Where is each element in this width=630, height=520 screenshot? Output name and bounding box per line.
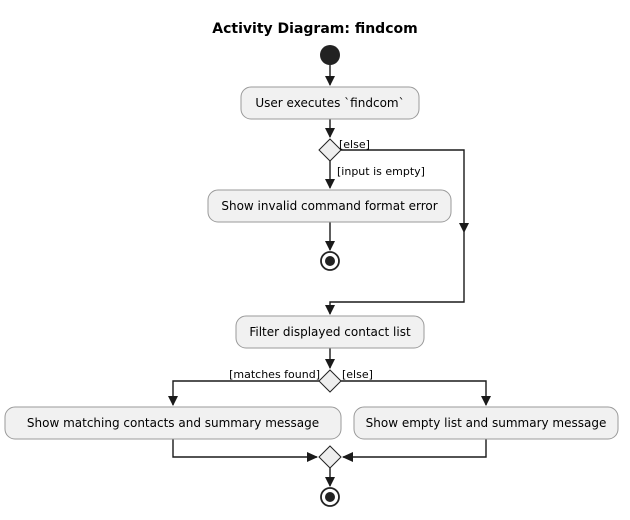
flow-matches-left [172,380,319,405]
action-node-action-filter: Filter displayed contact list [235,315,425,349]
arrow-into-decision-input [325,128,335,138]
action-node-label: User executes `findcom` [255,96,404,110]
action-node-box [353,406,619,440]
flow-else-right-branch [341,149,465,232]
arrow-into-matching [168,396,178,406]
decision-input-empty [318,138,342,162]
flow-else-right [341,380,487,405]
arrowheads-group [168,76,491,487]
end-node-core [325,492,335,502]
action-node-action-matching: Show matching contacts and summary messa… [4,406,342,440]
merge-node-bottom [318,445,342,469]
end-node-core [325,256,335,266]
guard-label-input-empty: [input is empty] [337,165,425,178]
action-node-label: Filter displayed contact list [249,325,411,339]
arrow-into-end-invalid [325,241,335,251]
arrow-else-midpoint [459,223,469,233]
action-node-box [207,189,452,223]
arrow-into-end-final [325,477,335,487]
arrow-into-invalid [325,179,335,189]
guard-label-matches-found: [matches found] [229,368,320,381]
decision-nodes-group [318,138,342,469]
guard-labels-group: [else] [input is empty] [matches found] [el… [229,138,425,381]
arrow-merge-from-right [342,452,353,462]
decision-matches-found [318,369,342,393]
action-node-action-execute: User executes `findcom` [240,86,420,120]
action-node-label: Show invalid command format error [221,199,437,213]
guard-label-else-bottom: [else] [342,368,373,381]
flow-empty-to-merge [343,439,487,458]
action-node-label: Show empty list and summary message [366,416,607,430]
action-node-label: Show matching contacts and summary messa… [27,416,319,430]
end-node-final [320,487,340,507]
action-node-action-empty: Show empty list and summary message [353,406,619,440]
diagram-title: Activity Diagram: findcom [212,21,417,37]
action-node-box [4,406,342,440]
flow-matching-to-merge [172,439,317,458]
action-node-action-invalid-format: Show invalid command format error [207,189,452,223]
flow-else-down-to-filter [329,232,465,314]
action-nodes-group: User executes `findcom` Show invalid comm… [4,86,619,440]
guard-label-else-top: [else] [339,138,370,151]
arrow-into-empty [481,396,491,406]
action-node-box [240,86,420,120]
action-node-box [235,315,425,349]
start-node [320,45,340,65]
arrow-into-execute [325,76,335,86]
arrow-into-filter [325,305,335,315]
arrow-merge-from-left [307,452,318,462]
arrow-into-decision-matches [325,359,335,369]
end-nodes-group [320,251,340,507]
end-node-invalid [320,251,340,271]
